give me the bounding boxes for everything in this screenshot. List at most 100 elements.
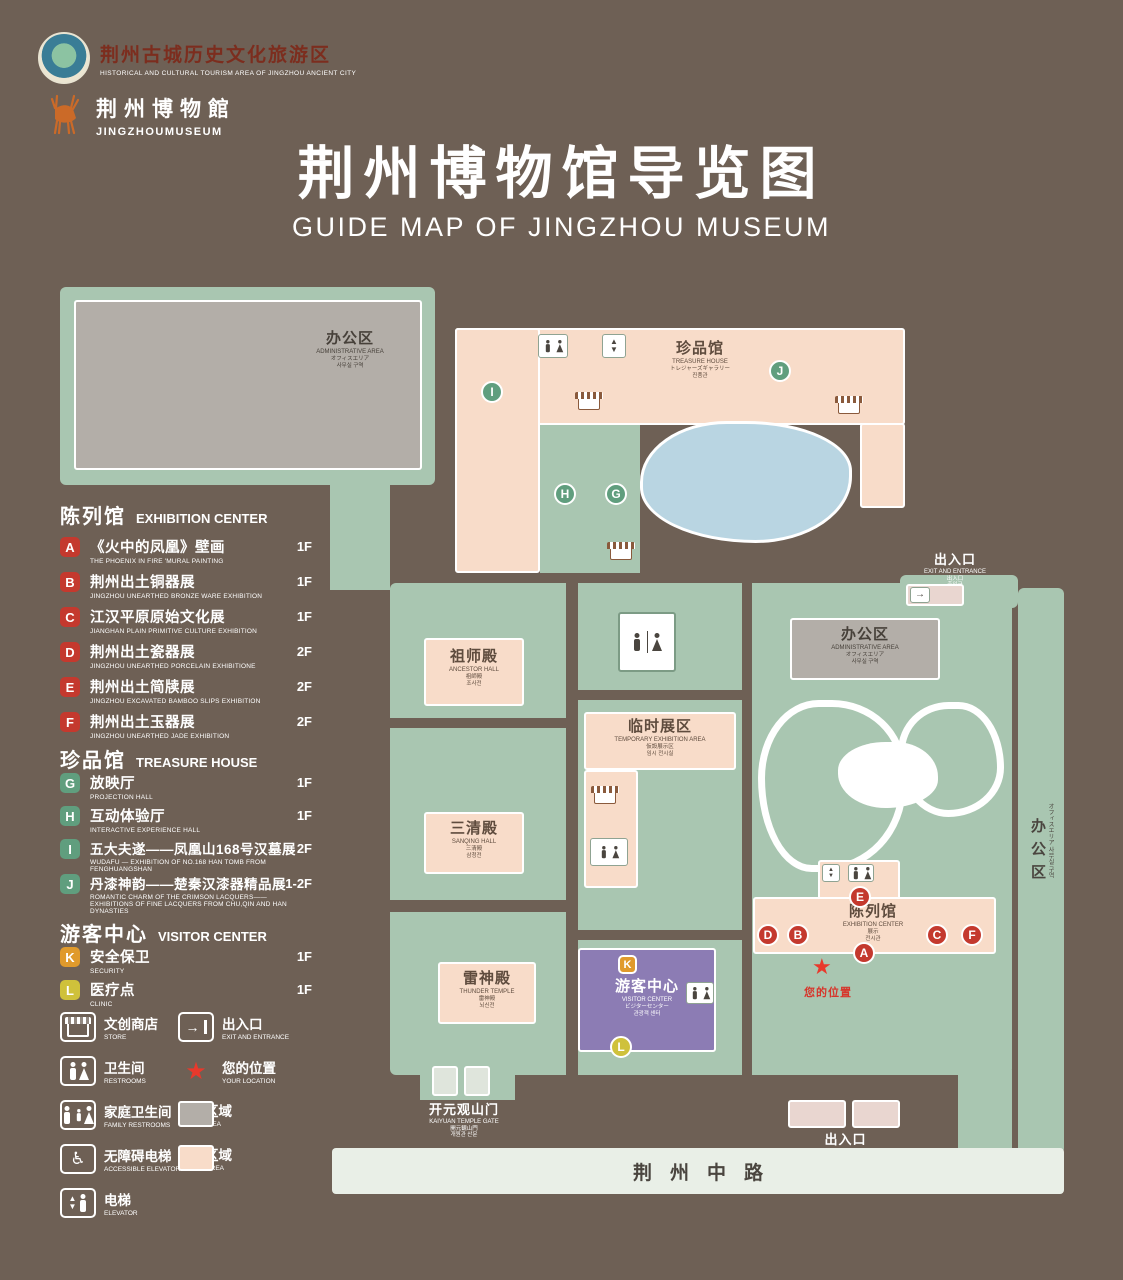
road-label: 荆州中路: [632, 1162, 781, 1184]
legend-section-treasure-house: 珍品馆 TREASURE HOUSE: [60, 750, 258, 772]
legend-store: 文创商店 STORE: [60, 1012, 158, 1042]
museum-logo-row: 荆州博物館 JINGZHOUMUSEUM: [40, 92, 236, 138]
treasure-house-left-wing: [455, 328, 540, 573]
your-location-label: 您的位置: [804, 987, 852, 999]
deer-logo-icon: [50, 94, 80, 135]
legend-section-exhibition-center: 陈列馆 EXHIBITION CENTER: [60, 506, 268, 528]
museum-name-en: JINGZHOUMUSEUM: [96, 125, 223, 138]
store-icon: [60, 1012, 96, 1042]
walkway-gap: [390, 718, 566, 728]
legend-key-A: A: [60, 537, 80, 557]
path-connector-left: [330, 480, 390, 590]
family-restroom-icon: [60, 1100, 96, 1130]
floor-label: 2F: [296, 644, 312, 659]
map-marker-D: D: [757, 924, 779, 946]
store-icon: [575, 392, 603, 410]
location-star-icon: ★: [185, 1057, 207, 1085]
legend-item-B: B 荆州出土铜器展 JINGZHOU UNEARTHED BRONZE WARE…: [60, 571, 312, 600]
tourism-area-logo-icon: [38, 32, 90, 84]
sanqing-hall-label: 三清殿 SANQING HALL 三清殿 삼청전: [449, 820, 498, 859]
office-building-right: [790, 618, 940, 680]
floor-label: 1-2F: [285, 876, 312, 891]
floor-label: 1F: [296, 982, 312, 997]
floor-label: 1F: [296, 775, 312, 790]
thunder-temple-label: 雷神殿 THUNDER TEMPLE 雷神殿 뇌신전: [459, 970, 515, 1009]
sanqing-hall-building: [424, 812, 524, 874]
tourism-area-name-en: HISTORICAL AND CULTURAL TOURISM AREA OF …: [100, 69, 357, 77]
legend-family-restrooms: 家庭卫生间 FAMILY RESTROOMS: [60, 1100, 172, 1130]
ancestor-hall-building: [424, 638, 524, 706]
pond: [640, 421, 852, 543]
restroom-icon: [686, 982, 714, 1004]
legend-item-H: H 互动体验厅 INTERACTIVE EXPERIENCE HALL 1F: [60, 805, 312, 834]
legend-item-C: C 江汉平原原始文化展 JIANGHAN PLAIN PRIMITIVE CUL…: [60, 606, 312, 635]
visitor-center-label: 游客中心 VISITOR CENTER ビジターセンター 관광객 센터: [614, 978, 679, 1017]
walkway-gap: [578, 930, 742, 940]
floor-label: 2F: [296, 679, 312, 694]
thunder-temple-building: [438, 962, 536, 1024]
legend-elevator: ▲▼ 电梯 ELEVATOR: [60, 1188, 138, 1218]
map-marker-H: H: [554, 483, 576, 505]
legend-item-K: K 安全保卫 SECURITY 1F: [60, 946, 312, 975]
walkway-gap: [742, 583, 752, 1075]
temporary-exhibition-label: 临时展区 TEMPORARY EXHIBITION AREA 仮設展示区 임시 …: [614, 718, 706, 757]
map-marker-A: A: [853, 942, 875, 964]
admin-right-label: 办公区 ADMINISTRATIVE AREA オフィスエリア 사무실 구역: [831, 626, 899, 665]
exit-icon: →: [178, 1012, 214, 1042]
legend-restrooms: 卫生间 RESTROOMS: [60, 1056, 146, 1086]
legend-item-F: F 荆州出土玉器展 JINGZHOU UNEARTHED JADE EXHIBI…: [60, 711, 312, 740]
gate-pillar: [432, 1066, 458, 1096]
floor-label: 1F: [296, 949, 312, 964]
legend-key-F: F: [60, 712, 80, 732]
legend-key-C: C: [60, 607, 80, 627]
treasure-house-right-wing: [860, 423, 905, 508]
legend-item-L: L 医疗点 CLINIC 1F: [60, 979, 312, 1008]
legend-key-K: K: [60, 947, 80, 967]
map-marker-B: B: [787, 924, 809, 946]
office-strip-right: 办公区 オフィスエリア 사무실 구역: [1018, 588, 1064, 1154]
legend-item-D: D 荆州出土瓷器展 JINGZHOU UNEARTHED PORCELAIN E…: [60, 641, 312, 670]
walkway-gap: [578, 690, 742, 700]
legend-item-E: E 荆州出土简牍展 JINGZHOU EXCAVATED BAMBOO SLIP…: [60, 676, 312, 705]
display-area-swatch: [178, 1145, 214, 1171]
legend-item-G: G 放映厅 PROJECTION HALL 1F: [60, 772, 312, 801]
accessible-elevator-icon: ♿: [60, 1144, 96, 1174]
floor-label: 1F: [296, 808, 312, 823]
admin-top-left-label: 办公区 ADMINISTRATIVE AREA オフィスエリア 사무실 구역: [316, 330, 384, 369]
gate-pillar: [464, 1066, 490, 1096]
legend-office-area: 办公区域 OFFICE AREA: [178, 1100, 232, 1128]
floor-label: 2F: [296, 841, 312, 856]
walkway-gap: [566, 583, 578, 1075]
elevator-icon: ▲▼: [602, 334, 626, 358]
legend-key-E: E: [60, 677, 80, 697]
legend-your-location: ★ 您的位置 YOUR LOCATION: [178, 1056, 276, 1086]
your-location-star-icon: ★: [812, 954, 832, 979]
elevator-icon: ▲▼: [822, 864, 840, 882]
map-marker-I: I: [481, 381, 503, 403]
legend-display-area: 展示区域 DISPLAY AREA: [178, 1144, 232, 1172]
legend-item-J: J 丹漆神韵——楚秦汉漆器精品展 ROMANTIC CHARM OF THE C…: [60, 873, 312, 915]
map-marker-E: E: [849, 886, 871, 908]
walkway-gap: [390, 900, 566, 912]
office-area-swatch: [178, 1101, 214, 1127]
entrance-bottom-building: [852, 1100, 900, 1128]
legend-accessible-elevator: ♿ 无障碍电梯 ACCESSIBLE ELEVATOR: [60, 1144, 180, 1174]
ancestor-hall-label: 祖师殿 ANCESTOR HALL 祖師殿 조사전: [449, 648, 499, 687]
entrance-bottom-building: [788, 1100, 846, 1128]
temporary-exhibition-building: [584, 712, 736, 770]
legend-item-A: A 《火中的凤凰》壁画 THE PHOENIX IN FIRE 'MURAL P…: [60, 536, 312, 565]
legend-key-L: L: [60, 980, 80, 1000]
restroom-building: [618, 612, 676, 672]
office-strip-label: 办公区: [1029, 818, 1046, 887]
gate-label: 开元观山门 KAIYUAN TEMPLE GATE 開元観山門 개원관 산문: [428, 1102, 499, 1139]
restroom-icon: [538, 334, 568, 358]
museum-name-zh: 荆州博物館: [96, 97, 236, 121]
restroom-icon: [590, 838, 628, 866]
page-title: 荆州博物馆导览图: [297, 142, 826, 206]
legend-key-I: I: [60, 839, 80, 859]
legend-key-H: H: [60, 806, 80, 826]
floor-label: 1F: [296, 539, 312, 554]
legend-key-D: D: [60, 642, 80, 662]
legend-item-I: I 五大夫遂——凤凰山168号汉墓展 WUDAFU — EXHIBITION O…: [60, 838, 312, 873]
